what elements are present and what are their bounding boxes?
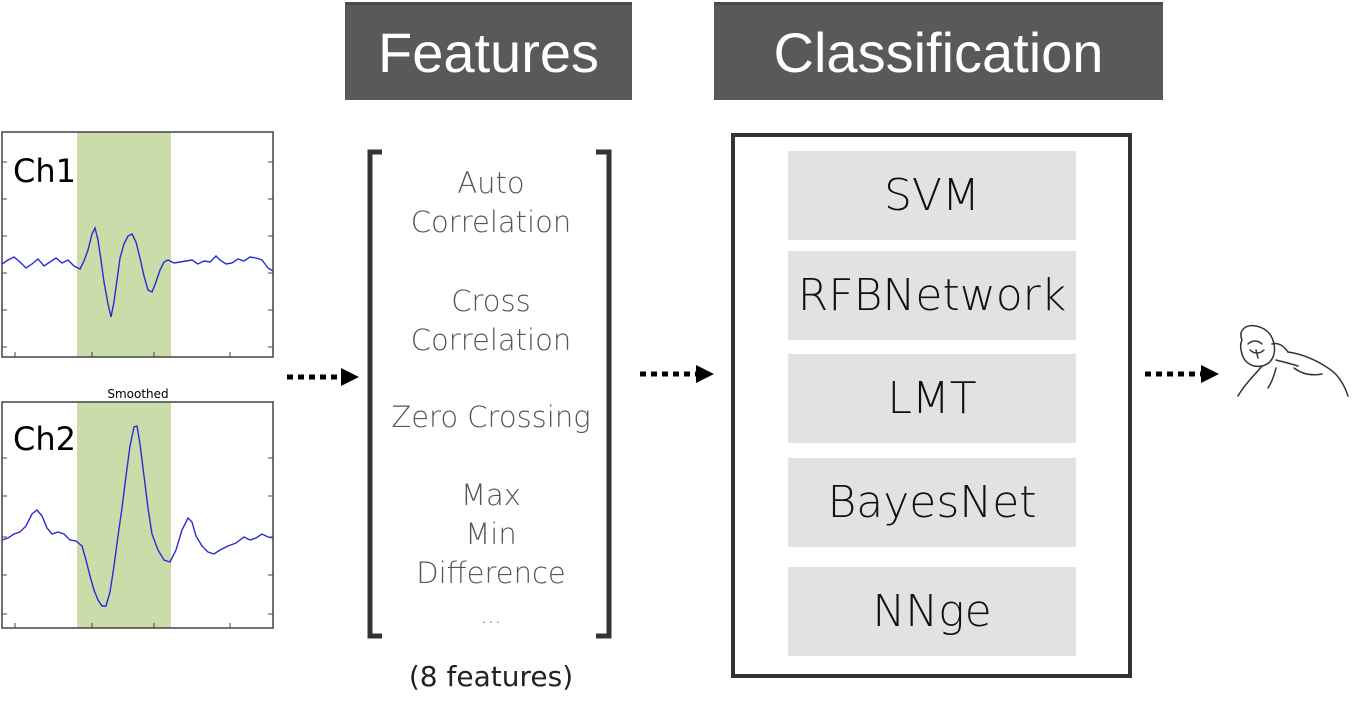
features-header-label: Features <box>378 21 599 84</box>
ch1-label: Ch1 <box>13 152 76 190</box>
dotted-arrow-icon <box>640 365 714 383</box>
feature-zero-crossing: Zero Crossing <box>376 398 606 437</box>
feature-line: Correlation <box>410 323 572 357</box>
feature-line: Difference <box>416 556 566 590</box>
classifier-panel <box>731 133 1132 678</box>
ch2-label: Ch2 <box>13 420 76 458</box>
ch2-highlight-window <box>77 402 171 628</box>
feature-line: Cross <box>451 284 531 318</box>
feature-line: Auto <box>457 166 525 200</box>
ch1-signal-plot <box>0 130 276 358</box>
feature-cross-correlation: Cross Correlation <box>376 282 606 360</box>
classifier-svm: SVM <box>788 151 1076 240</box>
classifier-nnge: NNge <box>788 567 1076 656</box>
feature-max-min-difference: Max Min Difference <box>376 476 606 593</box>
features-bracket <box>367 149 612 639</box>
features-header: Features <box>345 2 632 100</box>
ch2-signal-trace <box>1 425 274 607</box>
feature-line: Zero Crossing <box>391 400 591 434</box>
feature-ellipsis: ... <box>480 604 502 629</box>
dotted-arrow-icon <box>1145 365 1219 383</box>
ch1-signal-trace <box>1 225 274 318</box>
classification-header: Classification <box>714 2 1163 100</box>
sleeping-person-icon <box>1237 324 1349 397</box>
ch2-signal-plot <box>0 400 276 630</box>
features-count-label: (8 features) <box>408 660 574 693</box>
classifier-lmt: LMT <box>788 354 1076 443</box>
feature-line: Min <box>465 517 517 551</box>
feature-auto-correlation: Auto Correlation <box>376 164 606 242</box>
feature-line: Correlation <box>410 205 572 239</box>
classifier-rfbnetwork: RFBNetwork <box>788 251 1076 340</box>
feature-line: Max <box>461 478 521 512</box>
ch2-plot-title: Smoothed <box>107 387 169 401</box>
dotted-arrow-icon <box>287 368 359 386</box>
classifier-bayesnet: BayesNet <box>788 458 1076 547</box>
classification-header-label: Classification <box>773 21 1104 84</box>
